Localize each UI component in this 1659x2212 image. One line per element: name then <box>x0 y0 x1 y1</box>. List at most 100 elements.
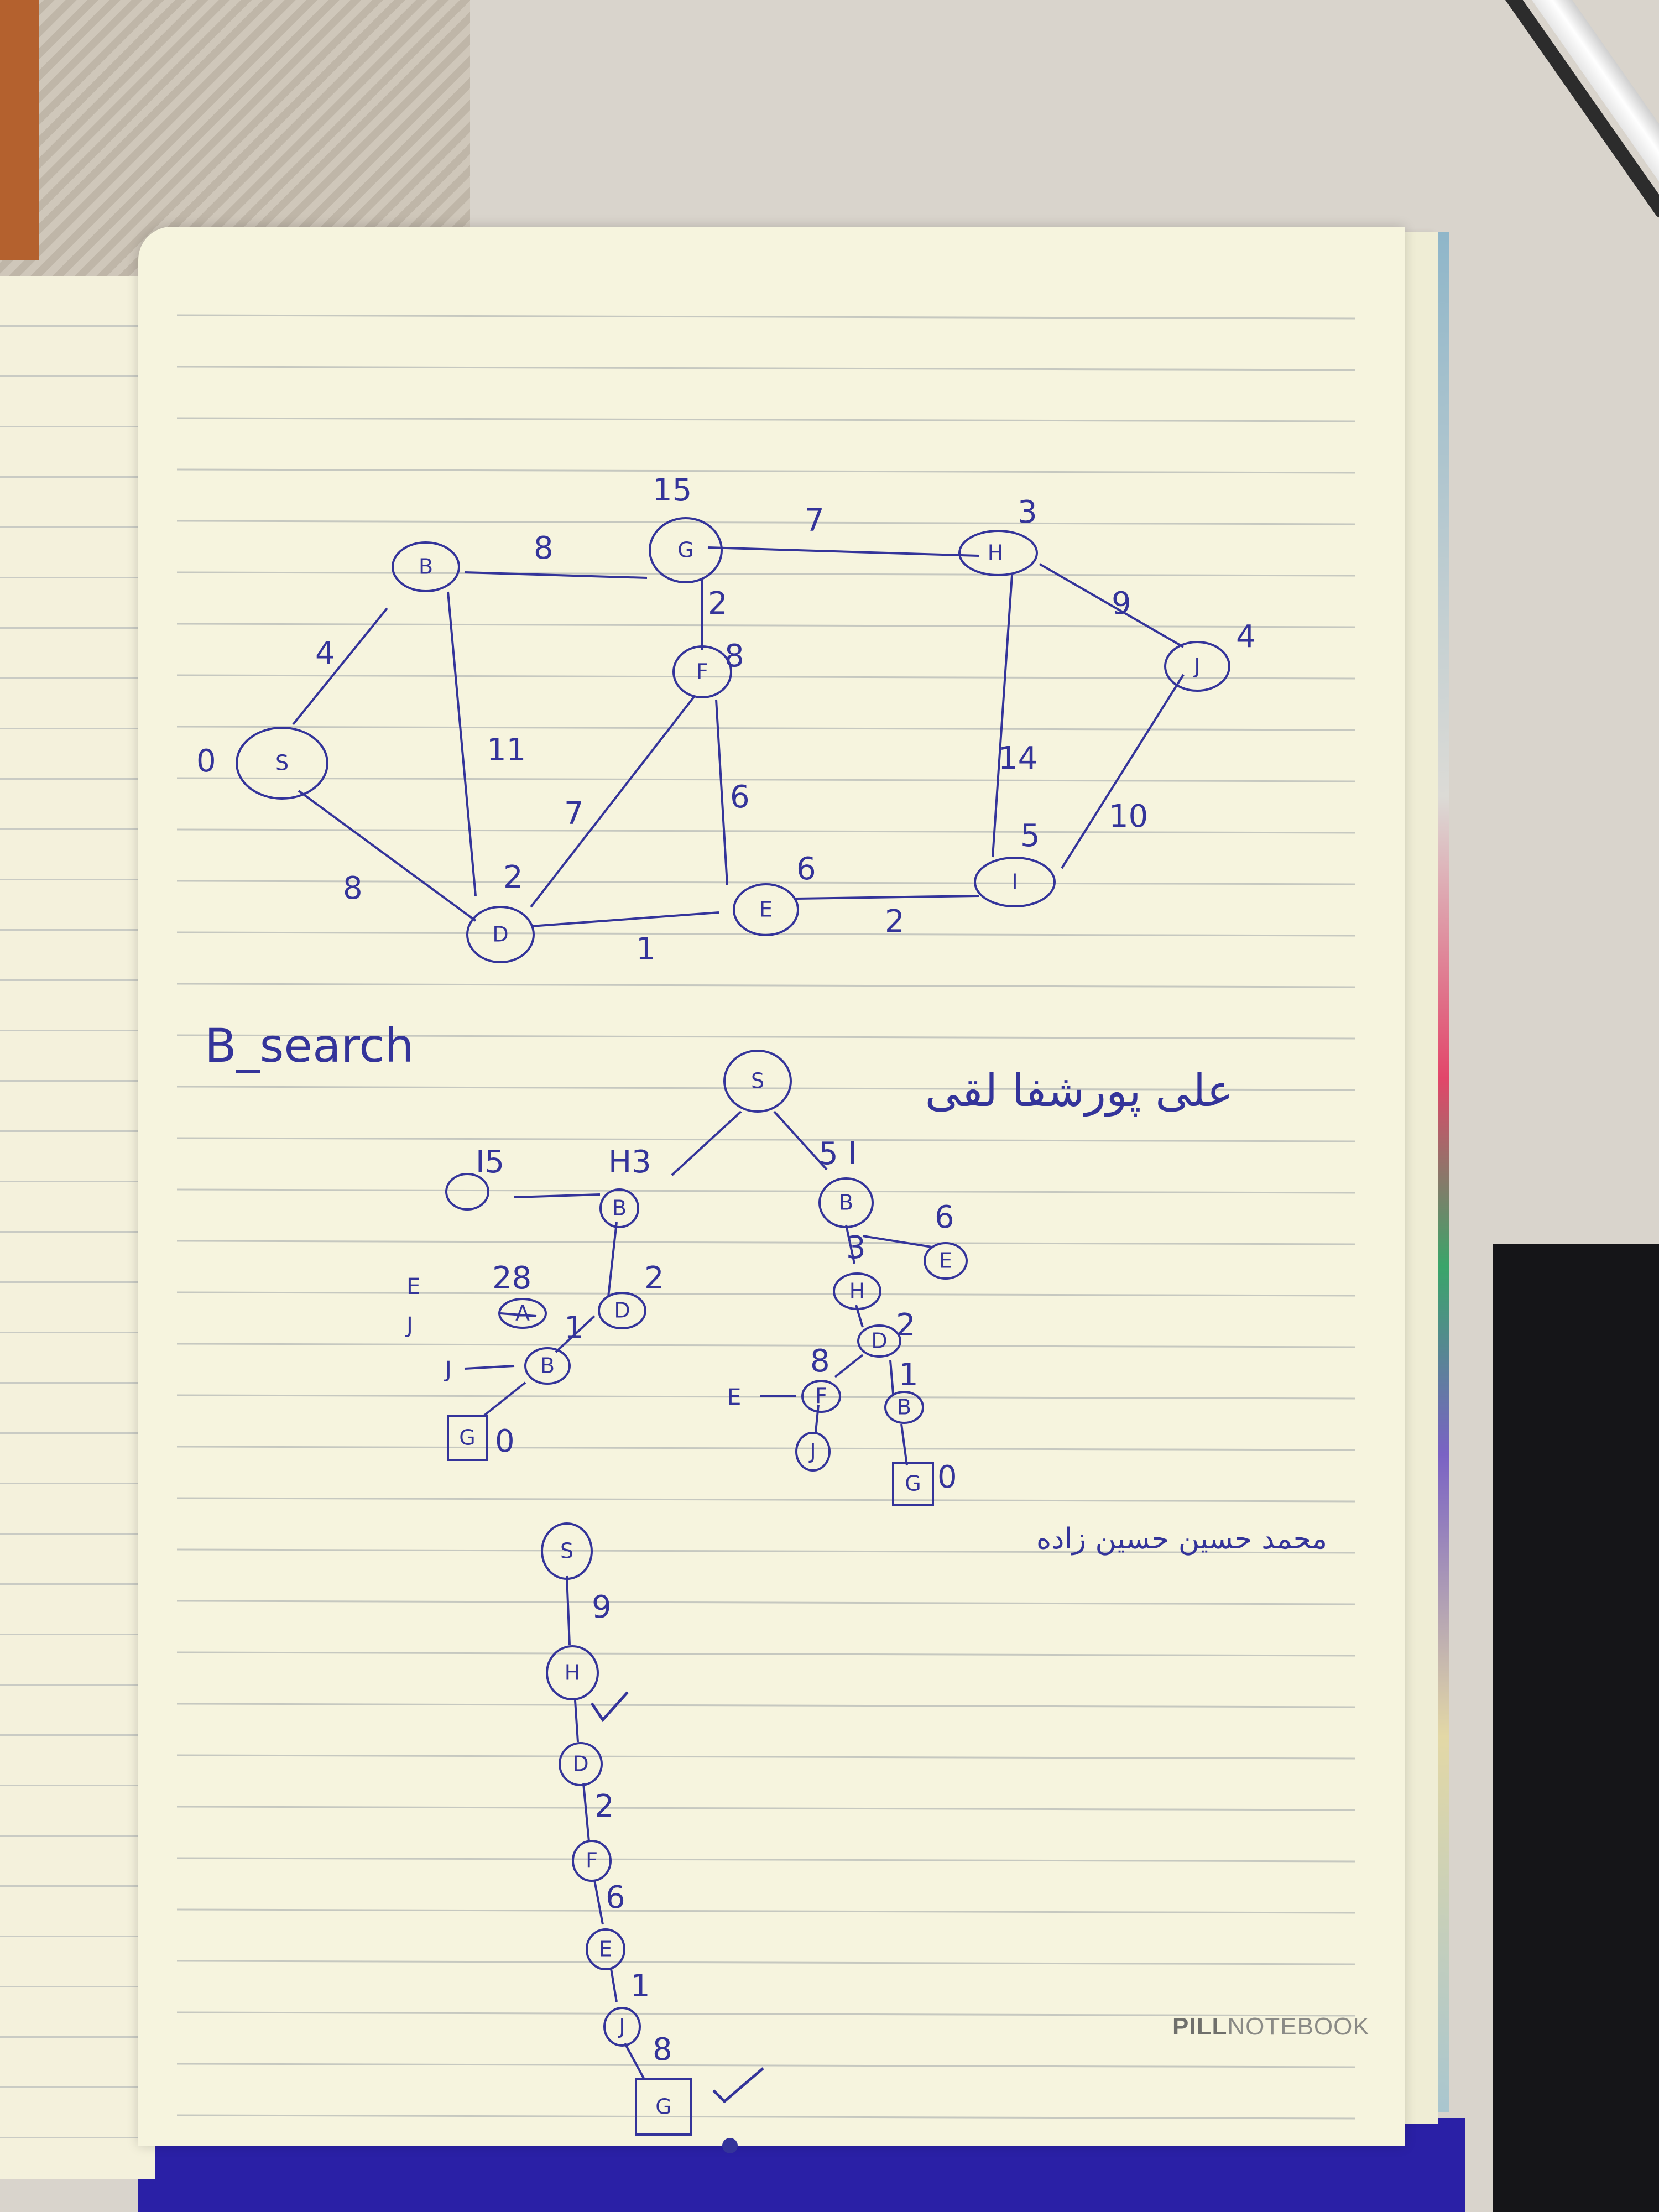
tablecloth-border <box>0 0 39 260</box>
tree-node-goal: G <box>892 1462 934 1506</box>
svg-text:E: E <box>939 1249 952 1273</box>
svg-text:J: J <box>405 1313 413 1338</box>
svg-text:8: 8 <box>534 530 554 566</box>
svg-text:2: 2 <box>644 1260 664 1296</box>
svg-text:4: 4 <box>315 635 335 671</box>
svg-text:0: 0 <box>937 1459 957 1495</box>
svg-text:E: E <box>599 1937 612 1961</box>
svg-text:9: 9 <box>1112 586 1131 622</box>
svg-text:9: 9 <box>592 1589 612 1625</box>
tree-node: B <box>599 1188 639 1228</box>
svg-text:G: G <box>459 1426 475 1450</box>
svg-text:2: 2 <box>594 1788 614 1824</box>
edge-weights: 8 7 2 9 4 11 7 6 14 10 8 1 2 <box>315 503 1148 967</box>
ruled-line <box>176 1908 1355 1914</box>
ruled-line <box>176 1960 1355 1965</box>
svg-text:E: E <box>759 898 773 922</box>
graph-node: S <box>236 727 328 800</box>
svg-text:4: 4 <box>1236 619 1256 655</box>
ruled-line <box>176 1703 1355 1708</box>
svg-text:S: S <box>560 1539 573 1563</box>
svg-text:F: F <box>696 660 708 684</box>
graph-node: I <box>974 857 1056 907</box>
arabic-name-note: علی پورشفا لقی <box>925 1065 1233 1117</box>
svg-text:8: 8 <box>724 638 744 674</box>
svg-text:0: 0 <box>196 743 216 779</box>
tree-node: B <box>818 1177 874 1228</box>
svg-text:14: 14 <box>998 740 1037 776</box>
ruled-line <box>176 1291 1355 1297</box>
path-node: S <box>541 1522 593 1580</box>
svg-text:6: 6 <box>935 1199 954 1235</box>
graph-node: D <box>466 906 535 963</box>
svg-text:10: 10 <box>1109 799 1148 834</box>
ruled-line <box>176 468 1355 474</box>
svg-text:B: B <box>839 1191 853 1215</box>
svg-text:J: J <box>444 1357 452 1383</box>
svg-text:B: B <box>897 1395 911 1420</box>
svg-text:H: H <box>988 541 1004 565</box>
tree-node-root: S <box>723 1050 792 1113</box>
graph-node: G <box>649 517 723 583</box>
svg-text:7: 7 <box>564 796 584 832</box>
graph-node: J <box>1164 641 1230 692</box>
svg-text:6: 6 <box>796 851 816 887</box>
svg-text:15: 15 <box>653 472 692 508</box>
ruled-line <box>176 314 1355 320</box>
svg-text:F: F <box>815 1384 827 1408</box>
svg-text:G: G <box>905 1472 921 1496</box>
svg-text:8: 8 <box>653 2032 672 2068</box>
tree-node: A <box>498 1298 547 1329</box>
graph-node: B <box>392 541 460 592</box>
ruled-line <box>176 366 1355 371</box>
ruled-line <box>176 1137 1355 1142</box>
svg-text:1: 1 <box>630 1968 650 2004</box>
ruled-line <box>176 828 1355 834</box>
notebook-page <box>138 227 1405 2146</box>
ruled-line <box>176 674 1355 680</box>
ruled-line <box>176 1343 1355 1348</box>
tree-node: F <box>801 1380 841 1413</box>
svg-text:D: D <box>614 1298 630 1323</box>
ruled-line <box>176 726 1355 731</box>
graph-node: F <box>672 645 732 698</box>
ruled-line <box>176 1806 1355 1811</box>
svg-text:0: 0 <box>495 1423 515 1459</box>
svg-text:7: 7 <box>805 503 825 539</box>
graph-node: H <box>958 530 1038 576</box>
svg-text:5 I: 5 I <box>818 1136 857 1172</box>
ruled-line <box>176 1600 1355 1605</box>
svg-text:2: 2 <box>896 1307 916 1343</box>
svg-text:G: G <box>677 538 693 562</box>
ruled-line <box>176 571 1355 577</box>
tree-node-goal: G <box>447 1415 488 1461</box>
svg-text:A: A <box>515 1301 530 1326</box>
ruled-line <box>176 1857 1355 1863</box>
svg-text:H3: H3 <box>608 1144 651 1180</box>
graph-nodes: B G H S F J E I <box>236 517 1230 963</box>
ruled-line <box>176 1548 1355 1554</box>
svg-text:B: B <box>612 1196 627 1220</box>
section-heading: B_search <box>205 1019 414 1073</box>
search-tree-edges <box>464 1110 932 1466</box>
ruled-line <box>176 2063 1355 2068</box>
svg-text:8: 8 <box>343 870 363 906</box>
svg-text:I: I <box>1011 870 1018 894</box>
svg-text:S: S <box>275 751 289 775</box>
graph-edges <box>292 546 1185 927</box>
ruled-line <box>176 417 1355 422</box>
svg-text:D: D <box>492 922 508 947</box>
svg-text:6: 6 <box>606 1880 625 1916</box>
ruled-line <box>176 983 1355 988</box>
ruled-line <box>176 1446 1355 1451</box>
path-node: F <box>572 1840 612 1882</box>
svg-text:11: 11 <box>487 732 526 768</box>
svg-text:5: 5 <box>1020 818 1040 854</box>
ruled-line <box>176 2011 1355 2017</box>
svg-text:E: E <box>406 1274 420 1300</box>
svg-text:I5: I5 <box>476 1144 504 1180</box>
svg-text:D: D <box>871 1329 887 1353</box>
ruled-line <box>176 880 1355 885</box>
svg-text:B: B <box>540 1354 555 1378</box>
